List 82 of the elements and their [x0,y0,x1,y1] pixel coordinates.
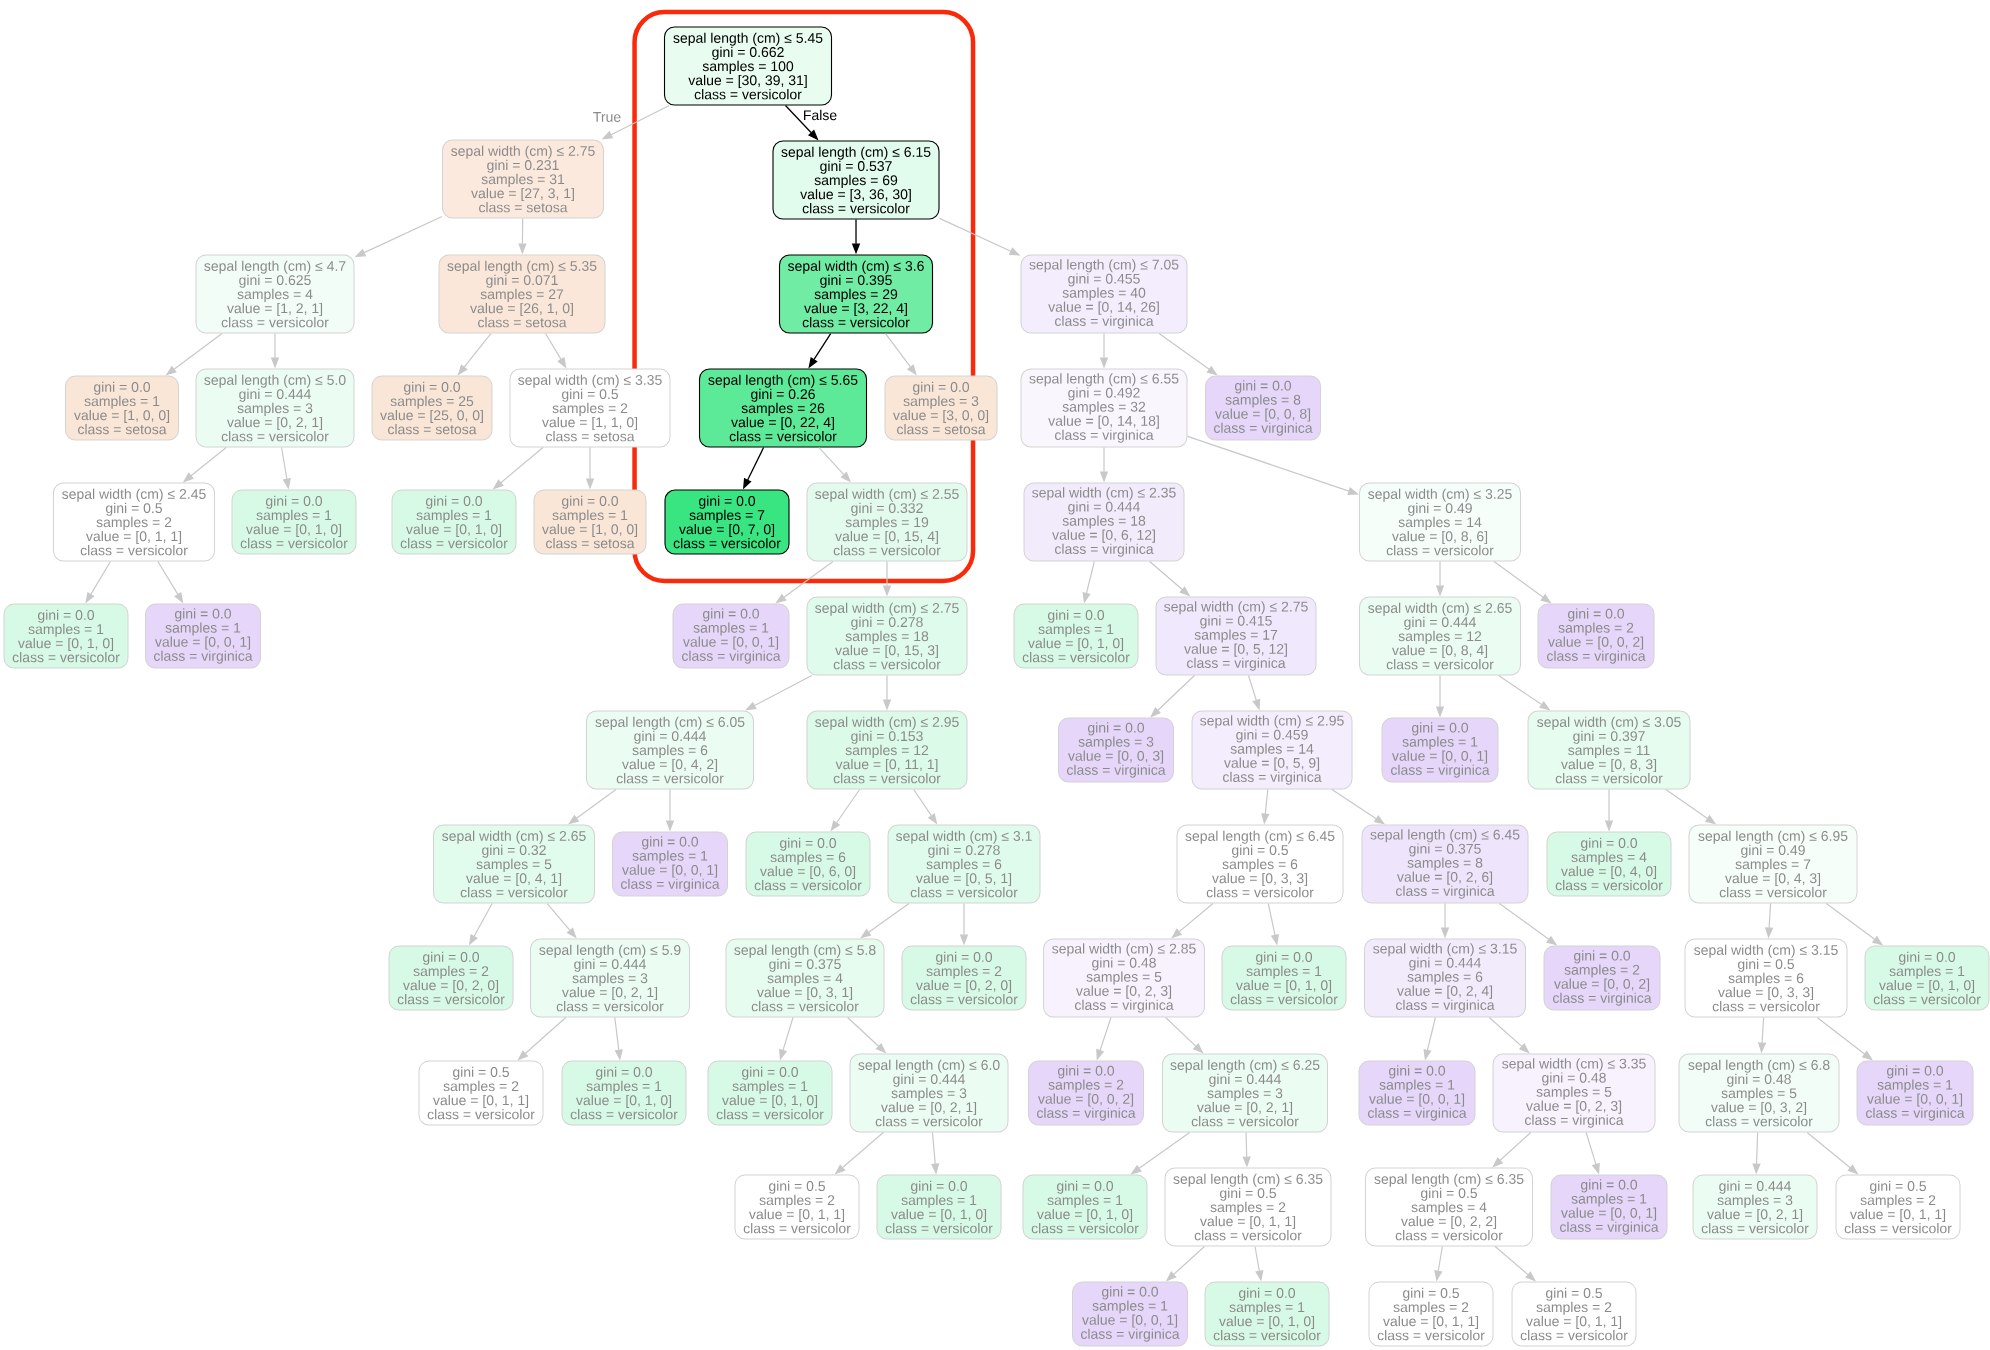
leaf-node: gini = 0.0 samples = 3 value = [3, 0, 0] class = setosa [884,375,998,441]
leaf-node: gini = 0.0 samples = 1 value = [0, 1, 0] class = versicolor [876,1174,1002,1240]
decision-node: sepal width (cm) ≤ 2.65 gini = 0.32 samples = 5 value = [0, 4, 1] class = versicolor [433,824,595,904]
decision-node: sepal width (cm) ≤ 2.75 gini = 0.231 samples = 31 value = [27, 3, 1] class = setosa [442,139,604,219]
leaf-node: gini = 0.0 samples = 2 value = [0, 2, 0] class = versicolor [388,945,514,1011]
leaf-node: gini = 0.0 samples = 25 value = [25, 0, 0] class = setosa [371,375,493,441]
decision-node: sepal length (cm) ≤ 5.8 gini = 0.375 samples = 4 value = [0, 3, 1] class = versicolor [725,938,885,1018]
leaf-node: gini = 0.5 samples = 2 value = [0, 1, 1] class = versicolor [418,1060,544,1126]
decision-node: sepal length (cm) ≤ 4.7 gini = 0.625 samples = 4 value = [1, 2, 1] class = versicolor [195,254,355,334]
leaf-node: gini = 0.0 samples = 1 value = [0, 0, 1] class = virginica [1550,1174,1668,1240]
edge-label: False [801,108,839,122]
decision-node: sepal length (cm) ≤ 6.95 gini = 0.49 samples = 7 value = [0, 4, 3] class = versicolor [1688,824,1858,904]
decision-node: sepal width (cm) ≤ 3.35 gini = 0.5 samples = 2 value = [1, 1, 0] class = setosa [509,368,671,448]
decision-node: sepal length (cm) ≤ 5.65 gini = 0.26 samples = 26 value = [0, 22, 4] class = versicolor [698,368,868,448]
leaf-node: gini = 0.0 samples = 2 value = [0, 2, 0] class = versicolor [901,945,1027,1011]
decision-node: sepal width (cm) ≤ 3.15 gini = 0.5 samples = 6 value = [0, 3, 3] class = versicolor [1684,938,1848,1018]
leaf-node: gini = 0.5 samples = 2 value = [0, 1, 1] class = versicolor [1368,1281,1494,1347]
leaf-node: gini = 0.0 samples = 1 value = [0, 1, 0] class = versicolor [231,489,357,555]
leaf-node: gini = 0.0 samples = 1 value = [0, 0, 1] class = virginica [672,603,790,669]
decision-node: sepal length (cm) ≤ 6.0 gini = 0.444 samples = 3 value = [0, 2, 1] class = versicolor [849,1053,1009,1133]
leaf-node: gini = 0.0 samples = 2 value = [0, 0, 2] class = virginica [1537,603,1655,669]
arrow [860,902,910,939]
leaf-node: gini = 0.5 samples = 2 value = [0, 1, 1] class = versicolor [1511,1281,1637,1347]
leaf-node: gini = 0.0 samples = 1 value = [0, 1, 0] class = versicolor [1204,1281,1330,1347]
decision-node: sepal width (cm) ≤ 2.85 gini = 0.48 samples = 5 value = [0, 2, 3] class = virginica [1043,938,1205,1018]
leaf-node: gini = 0.0 samples = 8 value = [0, 0, 8] class = virginica [1205,375,1321,441]
leaf-node: gini = 0.0 samples = 1 value = [0, 0, 1] class = virginica [1072,1281,1188,1347]
decision-node: sepal length (cm) ≤ 6.8 gini = 0.48 samples = 5 value = [0, 3, 2] class = versicolor [1678,1053,1840,1133]
leaf-node: gini = 0.0 samples = 1 value = [0, 1, 0] class = versicolor [1013,603,1139,669]
leaf-node: gini = 0.5 samples = 2 value = [0, 1, 1] class = versicolor [1835,1174,1961,1240]
leaf-node: gini = 0.0 samples = 6 value = [0, 6, 0] class = versicolor [745,831,871,897]
decision-node: sepal length (cm) ≤ 6.45 gini = 0.5 samples = 6 value = [0, 3, 3] class = versicolor [1176,824,1344,904]
leaf-node: gini = 0.0 samples = 1 value = [0, 1, 0] class = versicolor [707,1060,833,1126]
leaf-node: gini = 0.0 samples = 1 value = [0, 1, 0] class = versicolor [1864,945,1990,1011]
decision-node: sepal length (cm) ≤ 5.35 gini = 0.071 samples = 27 value = [26, 1, 0] class = setosa [438,254,606,334]
decision-node: sepal length (cm) ≤ 6.35 gini = 0.5 samples = 2 value = [0, 1, 1] class = versicolor [1164,1167,1332,1247]
arrow [1816,1016,1873,1061]
decision-node: sepal width (cm) ≤ 3.15 gini = 0.444 samples = 6 value = [0, 2, 4] class = virginica [1364,938,1526,1018]
decision-node: sepal length (cm) ≤ 5.9 gini = 0.444 samples = 3 value = [0, 2, 1] class = versicolor [530,938,690,1018]
decision-node: sepal width (cm) ≤ 2.95 gini = 0.459 samples = 14 value = [0, 5, 9] class = virginica [1191,710,1353,790]
leaf-node: gini = 0.0 samples = 7 value = [0, 7, 0] class = versicolor [664,489,790,555]
decision-node: sepal width (cm) ≤ 2.75 gini = 0.415 samples = 17 value = [0, 5, 12] class = virginica [1155,596,1317,676]
arrow [568,788,617,825]
decision-node: sepal length (cm) ≤ 6.45 gini = 0.375 samples = 8 value = [0, 2, 6] class = virginica [1361,824,1529,904]
leaf-node: gini = 0.0 samples = 1 value = [1, 0, 0] class = setosa [533,489,647,555]
leaf-node: gini = 0.0 samples = 1 value = [0, 0, 1] class = virginica [1856,1060,1974,1126]
leaf-node: gini = 0.0 samples = 1 value = [0, 0, 1] class = virginica [1358,1060,1476,1126]
edge-label: True [591,111,623,123]
decision-node: sepal width (cm) ≤ 3.35 gini = 0.48 samples = 5 value = [0, 2, 3] class = virginica [1492,1053,1656,1133]
decision-node: sepal width (cm) ≤ 2.35 gini = 0.444 samples = 18 value = [0, 6, 12] class = virginica [1023,482,1185,562]
decision-node: sepal length (cm) ≤ 7.05 gini = 0.455 samples = 40 value = [0, 14, 26] class = virginica [1020,254,1188,334]
decision-node: sepal length (cm) ≤ 6.35 gini = 0.5 samples = 4 value = [0, 2, 2] class = versicolor [1365,1167,1533,1247]
decision-node: sepal width (cm) ≤ 3.05 gini = 0.397 samples = 11 value = [0, 8, 3] class = versicolor [1527,710,1691,790]
decision-node: sepal length (cm) ≤ 6.15 gini = 0.537 samples = 69 value = [3, 36, 30] class = versicolor [772,140,940,220]
decision-node: sepal width (cm) ≤ 3.25 gini = 0.49 samples = 14 value = [0, 8, 6] class = versicolor [1359,482,1521,562]
leaf-node: gini = 0.0 samples = 1 value = [0, 0, 1] class = virginica [145,603,261,669]
decision-node: sepal length (cm) ≤ 6.25 gini = 0.444 samples = 3 value = [0, 2, 1] class = versicolor [1162,1053,1328,1133]
leaf-node: gini = 0.0 samples = 2 value = [0, 0, 2] class = virginica [1028,1060,1144,1126]
decision-node: sepal length (cm) ≤ 5.45 gini = 0.662 samples = 100 value = [30, 39, 31] class = versicolor [663,26,833,106]
decision-node: sepal width (cm) ≤ 3.6 gini = 0.395 samples = 29 value = [3, 22, 4] class = versicolor [778,254,934,334]
leaf-node: gini = 0.0 samples = 1 value = [0, 1, 0] class = versicolor [1022,1174,1148,1240]
decision-node: sepal width (cm) ≤ 2.95 gini = 0.153 samples = 12 value = [0, 11, 1] class = versicolor [806,710,968,790]
leaf-node: gini = 0.0 samples = 3 value = [0, 0, 3] class = virginica [1058,717,1174,783]
leaf-node: gini = 0.0 samples = 1 value = [0, 1, 0] class = versicolor [561,1060,687,1126]
decision-node: sepal width (cm) ≤ 2.45 gini = 0.5 samples = 2 value = [0, 1, 1] class = versicolor [53,482,215,562]
leaf-node: gini = 0.0 samples = 1 value = [0, 0, 1] class = virginica [1381,717,1499,783]
decision-node: sepal width (cm) ≤ 2.55 gini = 0.332 samples = 19 value = [0, 15, 4] class = versicolor [806,482,968,562]
leaf-node: gini = 0.0 samples = 4 value = [0, 4, 0] class = versicolor [1546,831,1672,897]
leaf-node: gini = 0.0 samples = 2 value = [0, 0, 2] class = virginica [1543,945,1661,1011]
leaf-node: gini = 0.0 samples = 1 value = [0, 1, 0] class = versicolor [1221,945,1347,1011]
leaf-node: gini = 0.0 samples = 1 value = [0, 1, 0] class = versicolor [391,489,517,555]
decision-node: sepal width (cm) ≤ 2.65 gini = 0.444 samples = 12 value = [0, 8, 4] class = versicolor [1359,596,1521,676]
decision-node: sepal length (cm) ≤ 5.0 gini = 0.444 samples = 3 value = [0, 2, 1] class = versicolor [195,368,355,448]
leaf-node: gini = 0.0 samples = 1 value = [0, 1, 0] class = versicolor [3,603,129,669]
decision-node: sepal length (cm) ≤ 6.05 gini = 0.444 samples = 6 value = [0, 4, 2] class = versicolor [586,710,754,790]
decision-node: sepal length (cm) ≤ 6.55 gini = 0.492 samples = 32 value = [0, 14, 18] class = virginica [1020,368,1188,448]
decision-node: sepal width (cm) ≤ 3.1 gini = 0.278 samples = 6 value = [0, 5, 1] class = versicolor [887,824,1041,904]
decision-node: sepal width (cm) ≤ 2.75 gini = 0.278 samples = 18 value = [0, 15, 3] class = versicolor [806,596,968,676]
leaf-node: gini = 0.5 samples = 2 value = [0, 1, 1] class = versicolor [734,1174,860,1240]
leaf-node: gini = 0.0 samples = 1 value = [1, 0, 0] class = setosa [65,375,179,441]
leaf-node: gini = 0.444 samples = 3 value = [0, 2, 1] class = versicolor [1692,1174,1818,1240]
leaf-node: gini = 0.0 samples = 1 value = [0, 0, 1] class = virginica [612,831,728,897]
